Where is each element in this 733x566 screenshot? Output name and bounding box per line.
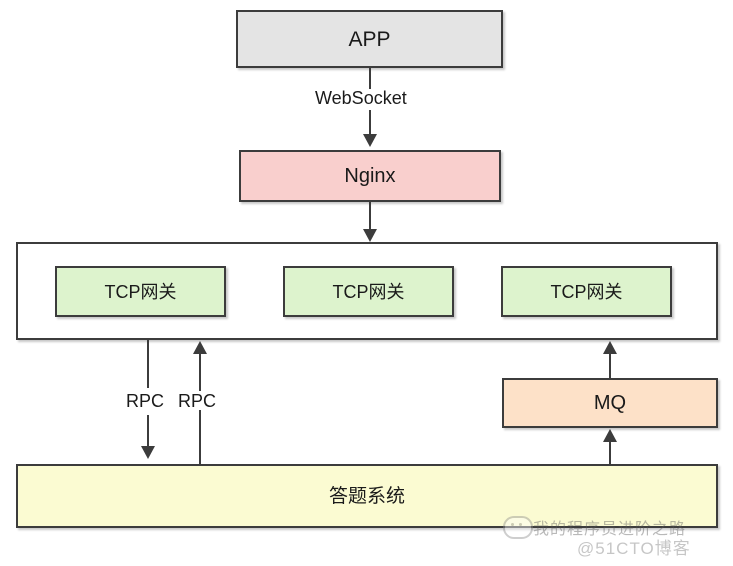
node-nginx[interactable]: Nginx [239,150,501,202]
node-tcp-gateway-3-label: TCP网关 [550,281,623,302]
edge-rpc-up-lower-line [199,392,201,465]
node-mq[interactable]: MQ [502,378,718,428]
watermark-site: @51CTO博客 [577,539,691,558]
edge-app-to-nginx-lower-line [369,110,371,136]
arrowhead-into-nginx [363,134,377,147]
node-tcp-gateway-2-label: TCP网关 [332,281,405,302]
edge-rpc-up-upper-line [199,353,201,391]
edge-rpc-down-lower-line [147,415,149,447]
node-app[interactable]: APP [236,10,503,68]
node-tcp-gateway-1-label: TCP网关 [104,281,177,302]
edge-mq-to-gateway-line [609,353,611,379]
edge-label-rpc-up: RPC [178,391,217,411]
node-tcp-gateway-2[interactable]: TCP网关 [283,266,454,317]
arrowhead-into-quiz-system-rpc [141,446,155,459]
arrowhead-into-mq [603,429,617,442]
node-app-label: APP [348,27,391,51]
node-quiz-system[interactable]: 答题系统 [16,464,718,528]
edge-label-rpc-down: RPC [126,391,165,411]
node-tcp-gateway-3[interactable]: TCP网关 [501,266,672,317]
edge-app-to-nginx-upper-line [369,68,371,90]
node-quiz-system-label: 答题系统 [328,485,405,507]
node-mq-label: MQ [593,392,627,414]
edge-nginx-to-gateway-line [369,202,371,230]
edge-label-websocket: WebSocket [315,88,407,108]
node-tcp-gateway-1[interactable]: TCP网关 [55,266,226,317]
arrowhead-into-gateway-rpc [193,341,207,354]
arrowhead-into-gateway-container [363,229,377,242]
node-nginx-label: Nginx [344,165,396,187]
edge-rpc-down-upper-line [147,340,149,388]
arrowhead-into-gateway-mq [603,341,617,354]
edge-quiz-to-mq-line [609,441,611,465]
